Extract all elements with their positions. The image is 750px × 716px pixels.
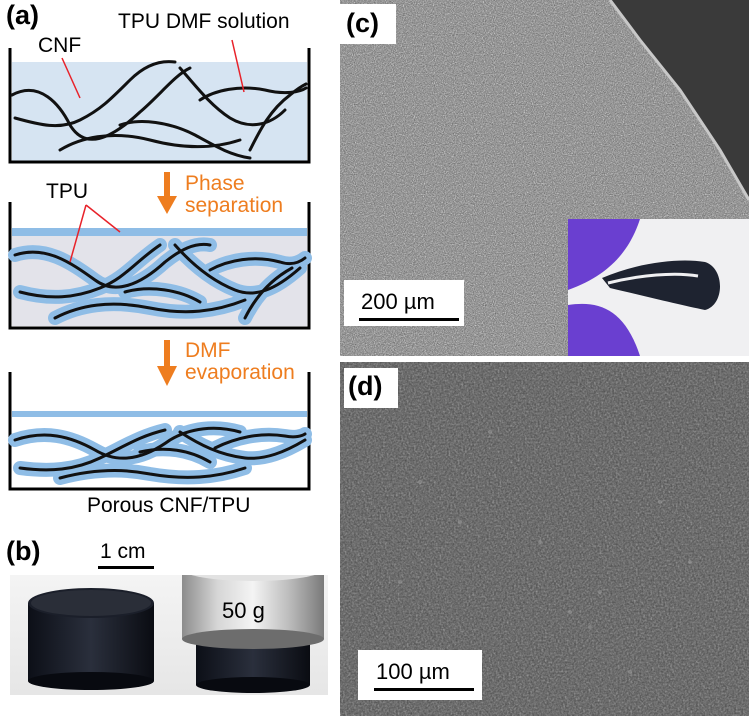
cnf-leader-line — [61, 57, 81, 99]
panel-d-label: (d) — [348, 371, 383, 401]
sample-with-weight — [182, 557, 324, 693]
photo-samples-svg — [10, 557, 328, 695]
cnf-fiber — [198, 86, 308, 102]
container-porous-film — [8, 372, 312, 491]
cnf-fiber — [178, 430, 307, 460]
arrow-phase-separation — [157, 172, 177, 214]
scale-label-1cm: 1 cm — [100, 540, 146, 563]
solution-label: TPU DMF solution — [118, 10, 290, 33]
panel-d-scale-bar — [374, 688, 474, 691]
panel-c-scale-label: 200 µm — [361, 289, 435, 314]
cnf-fiber — [13, 242, 212, 289]
panel-c-label-box — [340, 4, 396, 44]
cnf-fiber — [58, 466, 247, 480]
solution-leader-line — [231, 39, 245, 93]
panel-a-schematic — [8, 39, 312, 491]
tpu-leader-line — [69, 204, 87, 263]
cnf-fiber — [18, 428, 167, 472]
result-label: Porous CNF/TPU — [87, 494, 251, 517]
cnf-fiber — [208, 256, 307, 272]
cnf-fiber — [13, 60, 177, 128]
panel-b-label: (b) — [6, 536, 41, 566]
sem-image-d — [340, 362, 749, 716]
panel-d-scale-label: 100 µm — [376, 659, 450, 684]
step-dmf-line1: DMF — [185, 339, 231, 362]
cnf-fiber — [53, 298, 247, 320]
step-dmf-line2: evaporation — [185, 361, 295, 384]
step-dmf-evaporation-label: DMF evaporation — [185, 340, 295, 384]
cnf-fiber — [18, 243, 162, 299]
cnf-fiber — [213, 432, 307, 450]
sem-image-c — [340, 0, 749, 356]
cnf-fiber — [10, 66, 192, 141]
step-phase-separation-label: Phase separation — [185, 173, 283, 217]
cnf-fiber — [173, 243, 302, 295]
cnf-label: CNF — [38, 34, 82, 57]
cnf-fiber — [178, 66, 287, 127]
cnf-fiber — [248, 82, 308, 152]
step-phase-line1: Phase — [185, 172, 245, 195]
arrow-dmf-evaporation — [157, 340, 177, 386]
cnf-fiber — [118, 120, 252, 160]
step-phase-line2: separation — [185, 194, 284, 217]
scale-bar-1cm — [98, 566, 154, 569]
tpu-leader-line — [85, 204, 121, 233]
surface-particles — [398, 430, 692, 674]
panel-d-scale-box — [358, 650, 482, 700]
panel-c-label: (c) — [346, 8, 379, 38]
cnf-fiber — [123, 287, 202, 304]
container-solution — [8, 39, 311, 164]
tpu-label: TPU — [46, 180, 88, 203]
photo-samples — [10, 557, 328, 695]
panel-d-label-box — [344, 368, 398, 408]
container-phase-separation — [8, 202, 312, 330]
cnf-fiber — [13, 426, 242, 460]
cnf-fiber — [243, 266, 294, 320]
inset-photo-flexible — [568, 219, 749, 356]
panel-a-label: (a) — [6, 0, 39, 30]
weight-label: 50 g — [222, 598, 265, 623]
panel-c-scale-bar — [359, 318, 459, 321]
cnf-fiber — [138, 447, 212, 464]
sample-uncompressed — [28, 588, 154, 690]
